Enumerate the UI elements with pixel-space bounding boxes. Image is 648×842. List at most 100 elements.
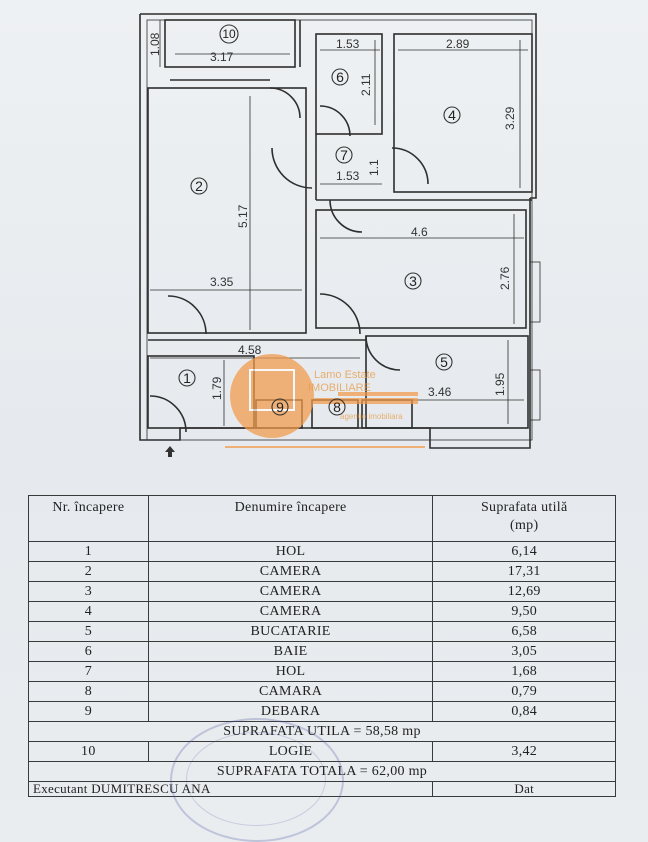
table-row: 3 CAMERA 12,69 bbox=[28, 581, 616, 602]
dimension-label: 3.46 bbox=[428, 385, 452, 399]
room-7-number: 7 bbox=[340, 147, 348, 163]
room-5-number: 5 bbox=[440, 354, 448, 370]
cell-nr: 6 bbox=[28, 641, 149, 662]
cell-nr: 7 bbox=[28, 661, 149, 682]
outer-wall bbox=[140, 13, 537, 199]
header-area-line1: Suprafata utilă bbox=[480, 500, 568, 515]
dimension-label: 3.29 bbox=[503, 106, 517, 130]
room-10-number: 10 bbox=[222, 27, 236, 41]
room-3-number: 3 bbox=[409, 273, 417, 289]
entrance-arrow-icon bbox=[165, 446, 175, 457]
room-8-number: 8 bbox=[333, 399, 341, 415]
door-arc bbox=[319, 293, 361, 335]
floor-plan-drawing: Lamo Estate IMOBILIARE agentie imobiliar… bbox=[139, 13, 541, 457]
dimension-label: 4.58 bbox=[238, 343, 262, 357]
room-9-marker bbox=[271, 398, 289, 416]
room-3-outline bbox=[315, 209, 527, 329]
summary-total-row: SUPRAFATA TOTALA = 62,00 mp bbox=[28, 761, 616, 782]
room-6-outline bbox=[315, 33, 383, 135]
table-row: 5 BUCATARIE 6,58 bbox=[28, 621, 616, 642]
cell-name: HOL bbox=[147, 661, 434, 682]
cell-name: CAMERA bbox=[147, 561, 434, 582]
cell-area: 6,58 bbox=[432, 621, 616, 642]
cell-nr: 3 bbox=[28, 581, 149, 602]
inner-wall-line bbox=[146, 19, 533, 441]
summary-total: SUPRAFATA TOTALA = 62,00 mp bbox=[28, 761, 616, 782]
cell-area: 1,68 bbox=[432, 661, 616, 682]
cell-name: HOL bbox=[147, 541, 434, 562]
watermark-line2: IMOBILIARE bbox=[308, 382, 371, 394]
cell-nr: 4 bbox=[28, 601, 149, 622]
room-table: Nr. încapere Denumire încapere Suprafata… bbox=[27, 495, 616, 797]
dimension-label: 1.53 bbox=[336, 169, 360, 183]
room-5-marker bbox=[435, 353, 453, 371]
dimension-label: 1.95 bbox=[493, 372, 507, 396]
door-arc bbox=[269, 87, 301, 119]
cell-area: 0,79 bbox=[432, 681, 616, 702]
table-row: 8 CAMARA 0,79 bbox=[28, 681, 616, 702]
cell-nr: 2 bbox=[28, 561, 149, 582]
cell-name: BUCATARIE bbox=[147, 621, 434, 642]
room-2-marker bbox=[190, 177, 208, 195]
cell-nr: 1 bbox=[28, 541, 149, 562]
room-10-outline bbox=[164, 19, 296, 68]
cell-area: 17,31 bbox=[432, 561, 616, 582]
header-area-line2: (mp) bbox=[510, 518, 539, 533]
cell-nr: 8 bbox=[28, 681, 149, 702]
room-9-number: 9 bbox=[276, 399, 284, 415]
dimension-label: 3.35 bbox=[210, 275, 234, 289]
room-4-number: 4 bbox=[448, 107, 456, 123]
watermark-logo bbox=[225, 354, 425, 448]
dimension-label: 4.6 bbox=[411, 225, 428, 239]
dimension-label: 1.79 bbox=[210, 376, 224, 400]
cell-area: 0,84 bbox=[432, 701, 616, 722]
door-arc bbox=[319, 105, 351, 137]
room-5-outline bbox=[365, 335, 529, 429]
room-10-marker bbox=[219, 24, 239, 44]
table-row-logie: 10 LOGIE 3,42 bbox=[28, 741, 616, 762]
room-2-number: 2 bbox=[195, 178, 203, 194]
dimension-label: 3.17 bbox=[210, 50, 234, 64]
table-row: 7 HOL 1,68 bbox=[28, 661, 616, 682]
door-arc bbox=[167, 295, 207, 335]
cell-name: CAMERA bbox=[147, 581, 434, 602]
watermark-brand: Lamo Estate bbox=[314, 369, 376, 381]
cell-name: DEBARA bbox=[147, 701, 434, 722]
table-row: 9 DEBARA 0,84 bbox=[28, 701, 616, 722]
room-4-outline bbox=[393, 33, 533, 193]
cell-area: 3,42 bbox=[432, 741, 616, 762]
dimension-label: 5.17 bbox=[236, 204, 250, 228]
room-3-marker bbox=[404, 272, 422, 290]
room-1-number: 1 bbox=[183, 370, 191, 386]
door-arc bbox=[149, 395, 187, 433]
table-row: 1 HOL 6,14 bbox=[28, 541, 616, 562]
room-6-marker bbox=[331, 68, 349, 86]
dimension-label: 1.53 bbox=[336, 37, 360, 51]
room-4-marker bbox=[443, 106, 461, 124]
table-header-row: Nr. încapere Denumire încapere Suprafata… bbox=[28, 495, 616, 542]
door-arc bbox=[329, 199, 363, 233]
cell-name: BAIE bbox=[147, 641, 434, 662]
header-nr: Nr. încapere bbox=[28, 495, 149, 542]
executant-label: Executant DUMITRESCU ANA bbox=[27, 781, 434, 797]
summary-util-row: SUPRAFATA UTILA = 58,58 mp bbox=[28, 721, 616, 742]
room-8-marker bbox=[328, 398, 346, 416]
door-arc bbox=[365, 335, 401, 371]
dimension-label: 1.08 bbox=[148, 32, 162, 56]
cell-area: 6,14 bbox=[432, 541, 616, 562]
cell-nr: 5 bbox=[28, 621, 149, 642]
table-row: 6 BAIE 3,05 bbox=[28, 641, 616, 662]
cell-name: LOGIE bbox=[147, 741, 434, 762]
cell-name: CAMERA bbox=[147, 601, 434, 622]
summary-util: SUPRAFATA UTILA = 58,58 mp bbox=[28, 721, 616, 742]
window bbox=[529, 369, 541, 421]
door-arc bbox=[271, 147, 313, 189]
room-1-marker bbox=[178, 369, 196, 387]
window bbox=[529, 261, 541, 323]
room-2-outline bbox=[147, 87, 307, 334]
room-7-marker bbox=[335, 146, 353, 164]
dimension-label: 1.1 bbox=[367, 159, 381, 176]
table-row: 2 CAMERA 17,31 bbox=[28, 561, 616, 582]
door-arc bbox=[391, 147, 429, 185]
